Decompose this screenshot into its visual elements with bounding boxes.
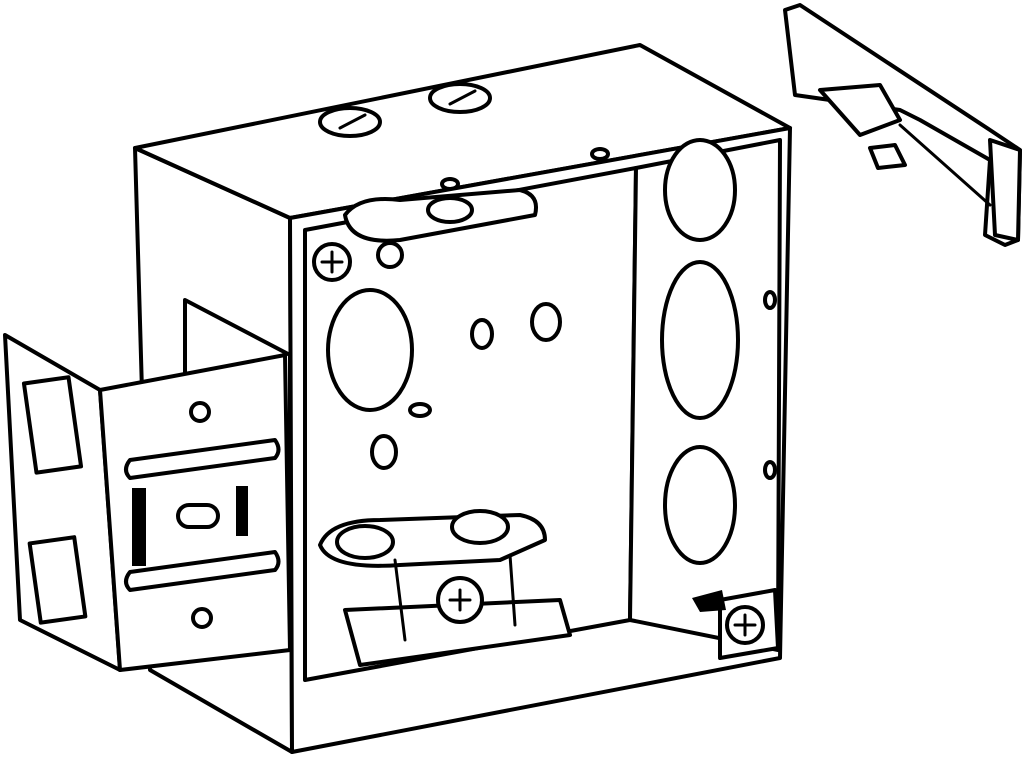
right-wall bbox=[628, 138, 782, 652]
bracket-stamp bbox=[132, 488, 146, 566]
detached-bracket-clip bbox=[783, 3, 1022, 247]
bracket-stamp bbox=[236, 486, 248, 536]
back-wall-knockouts bbox=[326, 288, 562, 470]
mounting-screw bbox=[692, 588, 780, 660]
cable-clamp-top bbox=[343, 188, 538, 269]
mounting-bracket bbox=[3, 298, 292, 672]
cable-clamp-bottom bbox=[318, 509, 572, 667]
mounting-screw bbox=[312, 242, 352, 282]
